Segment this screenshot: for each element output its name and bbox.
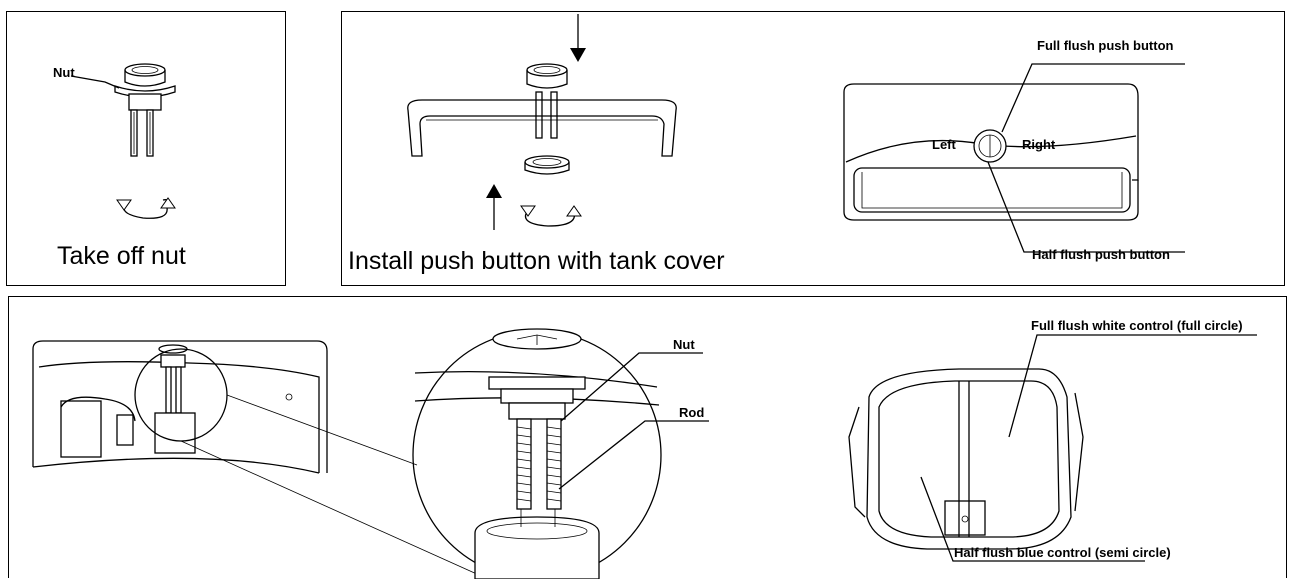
install-push-button-illustration	[407, 14, 1185, 253]
half-flush-control-label: Half flush blue control (semi circle)	[954, 545, 1171, 560]
detail-rod-label: Rod	[679, 405, 705, 420]
detail-nut-label: Nut	[673, 337, 695, 352]
panel-take-off-nut: Nut Take off nut	[6, 11, 286, 286]
install-caption: Install push button with tank cover	[348, 247, 725, 275]
panel-tank-detail: Nut Rod Full flush white control (full c…	[8, 296, 1287, 579]
left-label: Left	[932, 137, 956, 152]
full-flush-push-button-label: Full flush push button	[1037, 38, 1174, 53]
take-off-nut-caption: Take off nut	[57, 242, 186, 270]
half-flush-push-button-label: Half flush push button	[1032, 247, 1170, 262]
nut-label: Nut	[53, 65, 75, 80]
right-label: Right	[1022, 137, 1056, 152]
tank-detail-illustration	[32, 328, 1257, 579]
push-button-nut-illustration	[70, 63, 176, 219]
panel-install-push-button: Install push button with tank cover Full…	[341, 11, 1285, 286]
full-flush-control-label: Full flush white control (full circle)	[1031, 318, 1243, 333]
